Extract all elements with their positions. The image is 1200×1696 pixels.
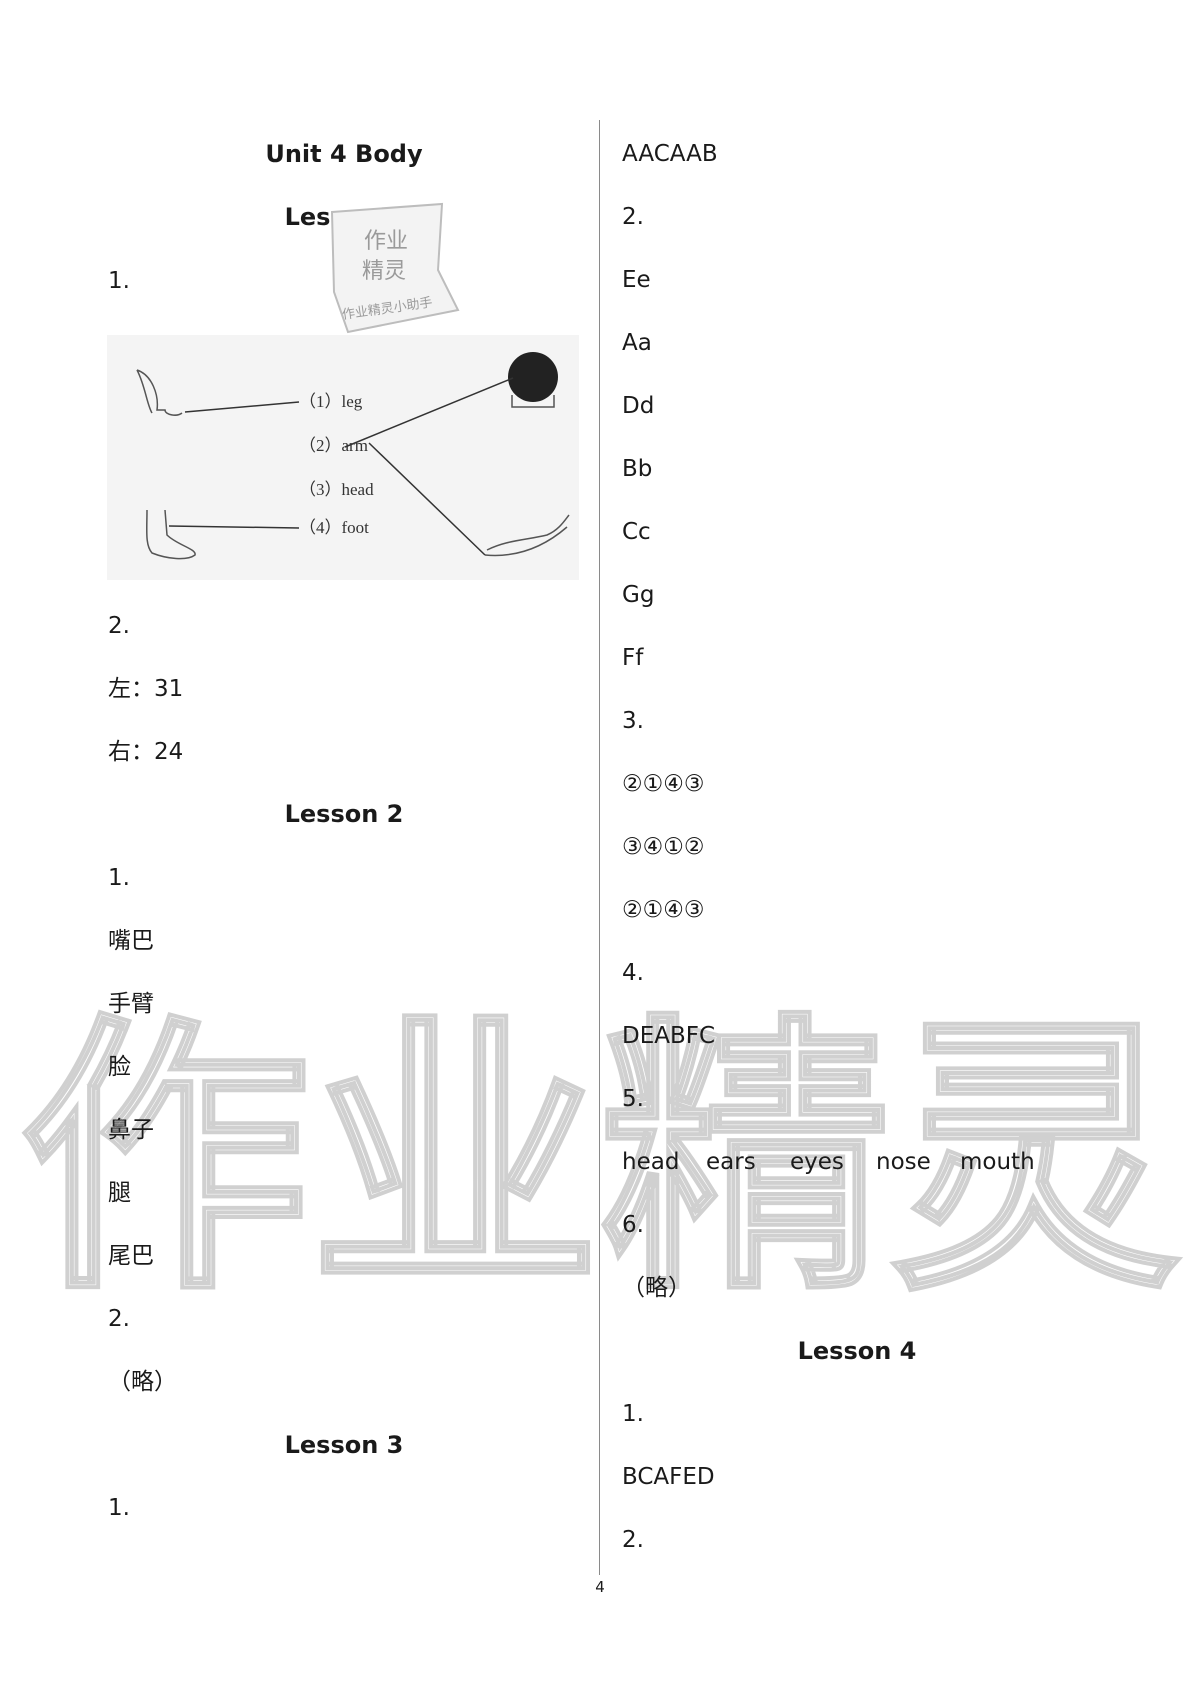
lesson3-q6: 6. bbox=[622, 1212, 644, 1238]
lesson3-q3-answer-2: ③④①② bbox=[622, 834, 705, 860]
lesson3-q2-answer-2: Aa bbox=[622, 330, 652, 356]
lesson3-q3-answer-1: ②①④③ bbox=[622, 771, 705, 797]
figure-label-arm: （2）arm bbox=[299, 436, 368, 455]
body-parts-matching-figure: （1）leg （2）arm （3）head （4）foot bbox=[107, 335, 579, 580]
lesson2-answer-6: 尾巴 bbox=[108, 1243, 154, 1269]
lesson2-answer-5: 腿 bbox=[108, 1180, 131, 1206]
lesson3-q4-answer: DEABFC bbox=[622, 1023, 716, 1049]
lesson3-q5-answer-2: ears bbox=[706, 1149, 756, 1175]
lesson2-q1: 1. bbox=[108, 865, 130, 891]
lesson3-q1: 1. bbox=[108, 1495, 130, 1521]
unit-title: Unit 4 Body bbox=[265, 140, 423, 168]
lesson3-q5-answer-1: head bbox=[622, 1149, 680, 1175]
lesson2-q2-answer: （略） bbox=[108, 1369, 177, 1395]
lesson2-q2: 2. bbox=[108, 1306, 130, 1332]
lesson1-q1: 1. bbox=[108, 268, 130, 294]
lesson3-q3: 3. bbox=[622, 708, 644, 734]
page-number: 4 bbox=[595, 1578, 605, 1596]
lesson2-title: Lesson 2 bbox=[284, 800, 404, 828]
lesson3-q5: 5. bbox=[622, 1086, 644, 1112]
lesson3-q3-answer-3: ②①④③ bbox=[622, 897, 705, 923]
lesson3-q2-answer-4: Bb bbox=[622, 456, 653, 482]
lesson2-answer-3: 脸 bbox=[108, 1054, 131, 1080]
lesson3-q5-answer-3: eyes bbox=[790, 1149, 844, 1175]
lesson3-q1-answer: AACAAB bbox=[622, 141, 718, 167]
lesson3-q6-answer: （略） bbox=[622, 1275, 691, 1301]
lesson3-q2-answer-1: Ee bbox=[622, 267, 651, 293]
lesson3-q2-answer-6: Gg bbox=[622, 582, 655, 608]
lesson4-q2: 2. bbox=[622, 1527, 644, 1553]
figure-label-leg: （1）leg bbox=[299, 392, 363, 411]
lesson2-answer-1: 嘴巴 bbox=[108, 928, 154, 954]
stamp-logo: 作业 精灵 作业精灵小助手 bbox=[312, 200, 464, 340]
lesson4-title: Lesson 4 bbox=[797, 1337, 917, 1365]
lesson3-q2-answer-7: Ff bbox=[622, 645, 644, 671]
lesson4-q1: 1. bbox=[622, 1401, 644, 1427]
column-divider bbox=[599, 120, 600, 1575]
stamp-line1: 作业 bbox=[364, 229, 408, 254]
lesson3-q5-answer-4: nose bbox=[876, 1149, 931, 1175]
lesson3-q2: 2. bbox=[622, 204, 644, 230]
figure-label-foot: （4）foot bbox=[299, 518, 369, 537]
lesson3-q2-answer-3: Dd bbox=[622, 393, 655, 419]
lesson2-answer-2: 手臂 bbox=[108, 991, 154, 1017]
lesson1-q2: 2. bbox=[108, 613, 130, 639]
lesson2-answer-4: 鼻子 bbox=[108, 1117, 154, 1143]
lesson1-right-answer: 右：24 bbox=[108, 739, 184, 765]
lesson3-q5-answer-5: mouth bbox=[960, 1149, 1035, 1175]
lesson3-q4: 4. bbox=[622, 960, 644, 986]
stamp-line2: 精灵 bbox=[362, 259, 406, 284]
lesson3-q2-answer-5: Cc bbox=[622, 519, 651, 545]
lesson4-q1-answer: BCAFED bbox=[622, 1464, 715, 1490]
lesson3-title: Lesson 3 bbox=[284, 1431, 404, 1459]
figure-label-head: （3）head bbox=[299, 480, 374, 499]
lesson1-left-answer: 左：31 bbox=[108, 676, 184, 702]
